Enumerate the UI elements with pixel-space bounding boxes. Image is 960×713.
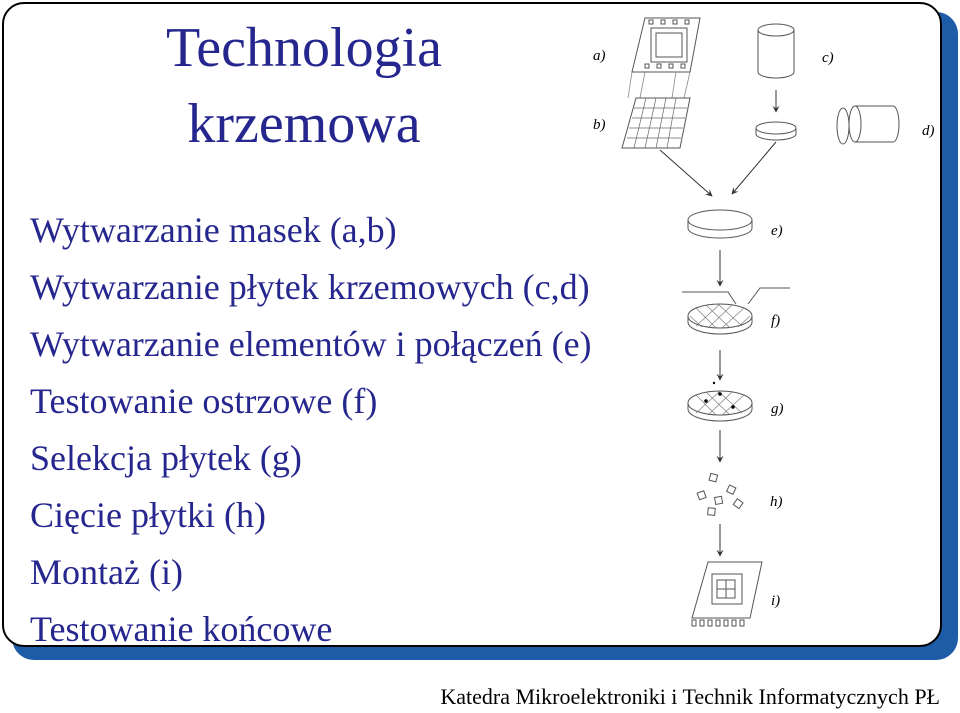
chip-package-icon [691,561,763,627]
step-item: Selekcja płytek (g) [30,438,302,478]
footer-department: Katedra Mikroelektroniki i Technik Infor… [440,684,940,709]
step-item: Wytwarzanie masek (a,b) [30,210,397,250]
label-a: a) [593,48,606,64]
sorted-wafer-icon [687,381,753,422]
processed-wafer-icon [687,209,753,239]
label-b: b) [593,117,606,133]
step-item: Wytwarzanie elementów i połączeń (e) [30,324,592,364]
step-item: Cięcie płytki (h) [30,495,266,535]
silicon-ingot-icon [757,23,795,79]
label-i: i) [771,593,780,609]
label-h: h) [770,494,783,510]
probe-test-icon [682,287,790,335]
label-e: e) [771,223,783,239]
step-item: Wytwarzanie płytek krzemowych (c,d) [30,267,590,307]
label-d: d) [922,123,935,139]
step-item: Testowanie ostrzowe (f) [30,381,378,421]
mask-icon [631,17,701,73]
label-f: f) [771,313,780,329]
slide-title-line1: Technologia [166,17,442,79]
label-g: g) [771,401,784,417]
diced-chips-icon [696,472,744,516]
sliced-ingot-icon [836,105,900,145]
step-item: Testowanie końcowe [30,609,333,649]
reticle-grid-icon [621,97,691,149]
step-item: Montaż (i) [30,552,183,592]
wafer-slice-icon [755,121,797,141]
label-c: c) [822,50,834,66]
slide-card: Technologia krzemowa Wytwarzanie masek (… [2,2,942,649]
slide-title-line2: krzemowa [187,93,421,155]
projection-lines [627,71,691,99]
process-step-list: Wytwarzanie masek (a,b) Wytwarzanie płyt… [30,202,592,658]
